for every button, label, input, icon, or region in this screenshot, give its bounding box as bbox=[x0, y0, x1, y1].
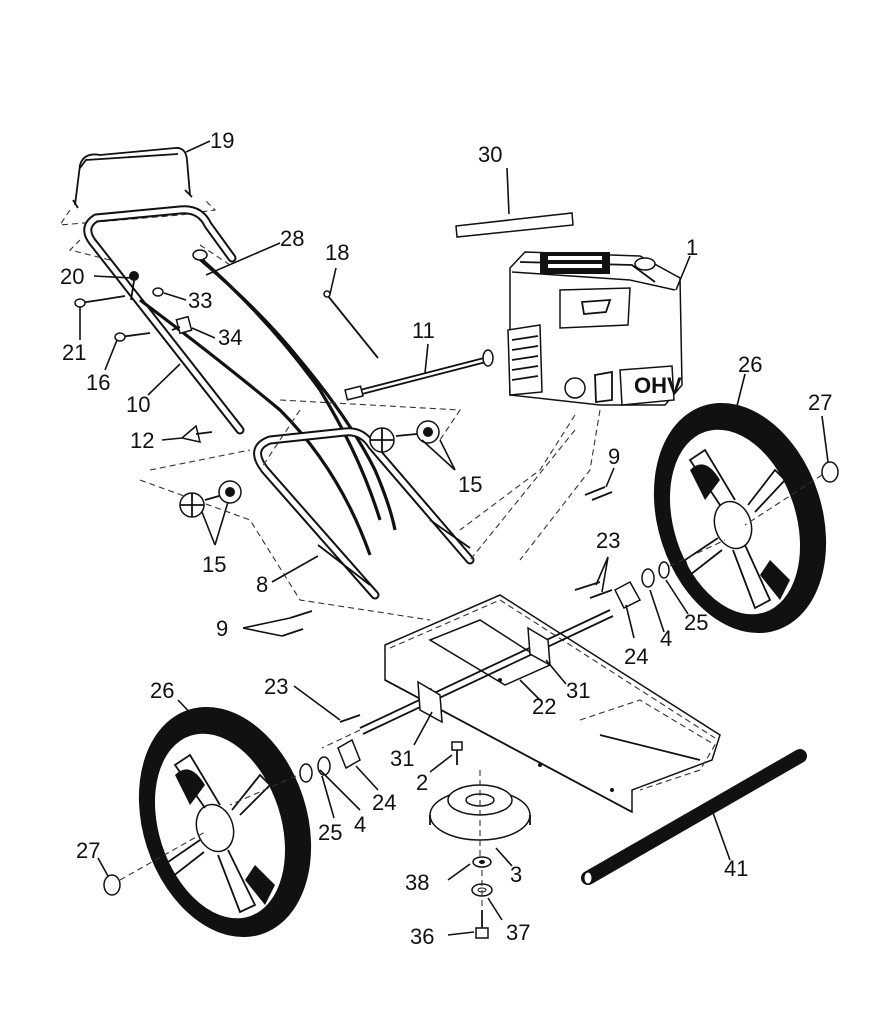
callout-9-lower: 9 bbox=[216, 616, 228, 641]
callout-26-right: 26 bbox=[738, 352, 762, 377]
leader-lines bbox=[79, 140, 829, 936]
engine-badge-text: OHV bbox=[634, 373, 682, 398]
axle-guides bbox=[229, 539, 726, 806]
callout-25-left: 25 bbox=[318, 820, 342, 845]
callout-27-left: 27 bbox=[76, 838, 100, 863]
axle-22 bbox=[359, 609, 614, 735]
engine-1 bbox=[507, 251, 683, 406]
callout-41: 41 bbox=[724, 856, 748, 881]
callout-20: 20 bbox=[60, 264, 84, 289]
callout-27-right: 27 bbox=[808, 390, 832, 415]
callout-12: 12 bbox=[130, 428, 154, 453]
callout-15-upper: 15 bbox=[458, 472, 482, 497]
callout-23-right: 23 bbox=[596, 528, 620, 553]
throttle-cables bbox=[139, 249, 397, 556]
callout-26-left: 26 bbox=[150, 678, 174, 703]
callout-10: 10 bbox=[126, 392, 150, 417]
handle-knobs-15 bbox=[179, 420, 440, 518]
callout-11: 11 bbox=[412, 318, 435, 343]
callout-4-right: 4 bbox=[660, 626, 672, 651]
callout-1: 1 bbox=[686, 235, 698, 260]
callout-30: 30 bbox=[478, 142, 502, 167]
callout-15-lower: 15 bbox=[202, 552, 226, 577]
rod-41 bbox=[581, 749, 807, 885]
callout-4-left: 4 bbox=[354, 812, 366, 837]
right-wheel-hardware bbox=[574, 561, 670, 610]
bolt-36 bbox=[475, 870, 489, 939]
callout-24-right: 24 bbox=[624, 644, 648, 669]
callout-19: 19 bbox=[210, 128, 234, 153]
left-wheel-26 bbox=[138, 706, 312, 938]
left-wheel-hardware bbox=[299, 714, 361, 783]
callout-34: 34 bbox=[218, 325, 242, 350]
callout-24-left: 24 bbox=[372, 790, 396, 815]
nut-27-left bbox=[103, 831, 206, 896]
callout-38: 38 bbox=[405, 870, 429, 895]
bolt-2 bbox=[451, 741, 463, 765]
control-bail-bar bbox=[58, 147, 217, 226]
pulley-3 bbox=[429, 770, 531, 860]
right-wheel-26 bbox=[653, 402, 827, 634]
axle-brackets-31 bbox=[417, 626, 551, 724]
bolts-9 bbox=[281, 486, 613, 637]
callout-16: 16 bbox=[86, 370, 110, 395]
callout-2: 2 bbox=[416, 770, 428, 795]
upper-handle bbox=[68, 205, 245, 435]
callout-37: 37 bbox=[506, 920, 530, 945]
rod-11 bbox=[259, 349, 494, 471]
callout-18: 18 bbox=[325, 240, 349, 265]
callout-31-left: 31 bbox=[390, 746, 414, 771]
callout-9-upper: 9 bbox=[608, 444, 620, 469]
callout-22: 22 bbox=[532, 694, 556, 719]
nut-27-right bbox=[744, 461, 839, 526]
lower-handle bbox=[139, 427, 475, 621]
hardware-small bbox=[74, 271, 193, 342]
callout-8: 8 bbox=[256, 572, 268, 597]
callout-36: 36 bbox=[410, 924, 434, 949]
callout-33: 33 bbox=[188, 288, 212, 313]
callout-31-right: 31 bbox=[566, 678, 590, 703]
handle-knob-12 bbox=[180, 424, 213, 443]
callouts: 19 30 1 28 18 20 33 34 21 16 10 11 26 27… bbox=[60, 128, 832, 949]
callout-28: 28 bbox=[280, 226, 304, 251]
callout-21: 21 bbox=[62, 340, 86, 365]
rod-18 bbox=[323, 290, 379, 359]
callout-25-right: 25 bbox=[684, 610, 708, 635]
callout-23-left: 23 bbox=[264, 674, 288, 699]
decal-strip-30 bbox=[455, 212, 574, 238]
callout-3: 3 bbox=[510, 862, 522, 887]
engine-mount-guides bbox=[459, 409, 601, 561]
washer-38 bbox=[472, 856, 492, 868]
